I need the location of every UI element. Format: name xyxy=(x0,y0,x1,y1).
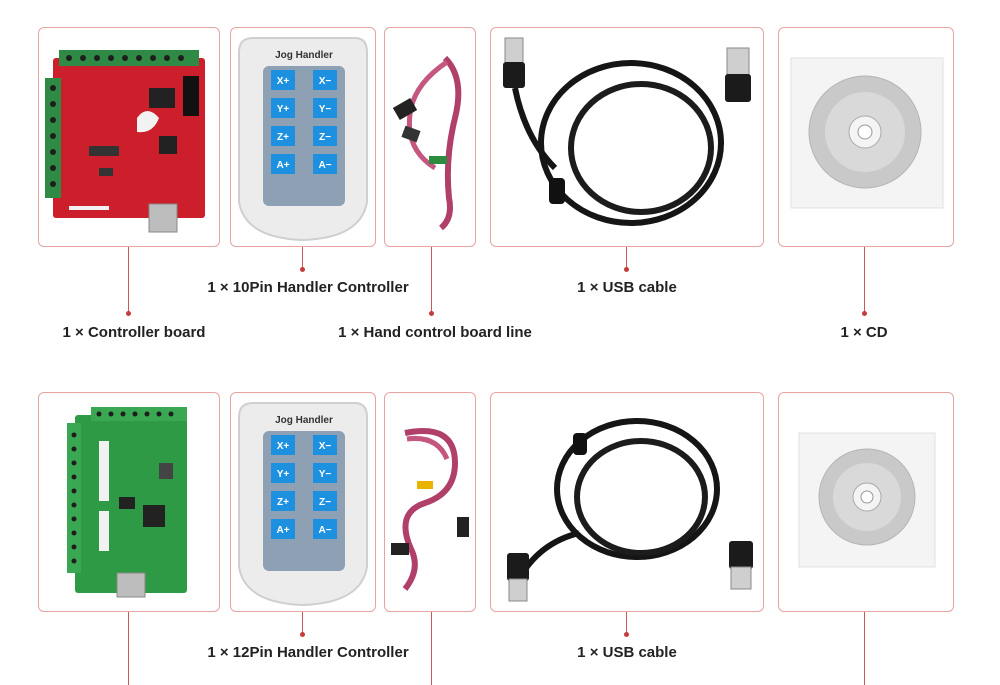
key-a-minus: A− xyxy=(318,525,331,536)
controller-board-image xyxy=(45,50,205,233)
label-10pin-handler-controller: 1 × 10Pin Handler Controller xyxy=(207,279,409,296)
connector-line xyxy=(626,612,627,634)
controller-board-panel-2 xyxy=(38,392,220,612)
jog-handler-panel: Jog Handler X+ X− Y+ Y− Z+ Z− A+ A− xyxy=(230,27,376,247)
key-z-minus: Z− xyxy=(319,497,331,508)
label-usb-cable-2: 1 × USB cable xyxy=(577,644,677,661)
cd-panel xyxy=(778,27,954,247)
connector-line xyxy=(864,612,865,685)
jog-handler-image-2: Jog Handler X+ X− Y+ Y− Z+ Z− A+ A− xyxy=(238,402,368,607)
label-cd: 1 × CD xyxy=(840,324,888,341)
connector-line xyxy=(128,247,129,313)
key-a-plus: A+ xyxy=(276,525,289,536)
label-usb-cable: 1 × USB cable xyxy=(577,279,677,296)
key-x-plus: X+ xyxy=(277,441,290,452)
connector-dot xyxy=(624,632,629,637)
usb-cable-image-2 xyxy=(507,418,753,602)
connector-line xyxy=(431,612,432,685)
controller-board-panel xyxy=(38,27,220,247)
cd-image-2 xyxy=(798,432,936,568)
connector-dot xyxy=(300,632,305,637)
connector-dot xyxy=(429,311,434,316)
key-y-plus: Y+ xyxy=(277,469,290,480)
pcb-red xyxy=(53,58,205,218)
jog-handler-title-2: Jog Handler xyxy=(275,415,333,426)
green-controller-board-image xyxy=(67,407,187,598)
connector-line xyxy=(431,247,432,313)
label-hand-control-board-line: 1 × Hand control board line xyxy=(338,324,532,341)
jog-keys: X+ X− Y+ Y− Z+ Z− A+ A− xyxy=(271,70,337,174)
key-z-plus: Z+ xyxy=(277,132,289,143)
key-y-plus: Y+ xyxy=(277,104,290,115)
usb-cable-image xyxy=(503,37,751,226)
usb-cable-panel xyxy=(490,27,764,247)
usb-cable-panel-2 xyxy=(490,392,764,612)
cd-image xyxy=(790,57,944,209)
key-z-minus: Z− xyxy=(319,132,331,143)
key-x-plus: X+ xyxy=(277,76,290,87)
connector-line xyxy=(626,247,627,269)
key-z-plus: Z+ xyxy=(277,497,289,508)
key-y-minus: Y− xyxy=(319,469,332,480)
key-x-minus: X− xyxy=(319,441,332,452)
connector-dot xyxy=(624,267,629,272)
label-controller-board: 1 × Controller board xyxy=(62,324,206,341)
key-x-minus: X− xyxy=(319,76,332,87)
jog-handler-image: Jog Handler X+ X− Y+ Y− Z+ Z− A+ A− xyxy=(238,37,368,242)
connector-line xyxy=(302,612,303,634)
hand-control-line-panel-2 xyxy=(384,392,476,612)
connector-dot xyxy=(300,267,305,272)
jog-handler-panel-2: Jog Handler X+ X− Y+ Y− Z+ Z− A+ A− xyxy=(230,392,376,612)
connector-line xyxy=(864,247,865,313)
label-12pin-handler-controller: 1 × 12Pin Handler Controller xyxy=(207,644,409,661)
cd-panel-2 xyxy=(778,392,954,612)
key-a-minus: A− xyxy=(318,160,331,171)
connector-dot xyxy=(126,311,131,316)
connector-line xyxy=(302,247,303,269)
ribbon-cable-image xyxy=(392,55,462,231)
connector-dot xyxy=(862,311,867,316)
jog-handler-title: Jog Handler xyxy=(275,50,333,61)
hand-control-line-panel xyxy=(384,27,476,247)
ribbon-cable-image-2 xyxy=(391,428,469,591)
key-y-minus: Y− xyxy=(319,104,332,115)
key-a-plus: A+ xyxy=(276,160,289,171)
connector-line xyxy=(128,612,129,685)
jog-keys-2: X+ X− Y+ Y− Z+ Z− A+ A− xyxy=(271,435,337,539)
